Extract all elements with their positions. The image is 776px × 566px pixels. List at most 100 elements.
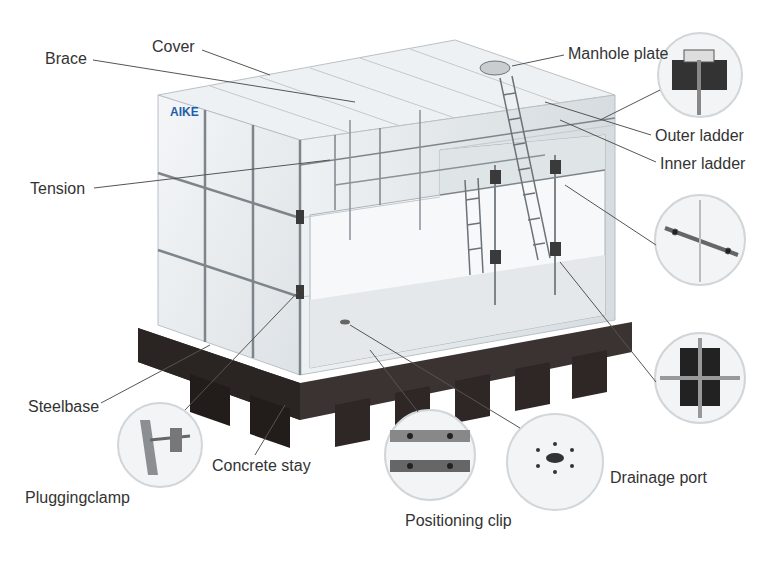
concrete-stay [515, 362, 550, 411]
ladder [467, 223, 480, 225]
manhole-plate [480, 61, 510, 75]
leader-line [93, 50, 660, 455]
steel-frame [299, 140, 302, 375]
detail-inset [118, 33, 745, 510]
concrete-stay [572, 350, 607, 399]
detail-inset [385, 410, 475, 500]
leader-line [101, 345, 210, 403]
inset-detail [699, 200, 701, 282]
tension-rod [335, 110, 545, 240]
tank-body [158, 95, 300, 375]
steel-frame [554, 155, 556, 295]
panel-grid [210, 86, 350, 133]
inset-detail [725, 248, 731, 254]
inset-detail [447, 463, 453, 469]
concrete-stay [250, 395, 290, 448]
ladder [533, 243, 545, 245]
tank-body [300, 95, 615, 375]
ladder [508, 118, 520, 120]
clamp-plate [550, 160, 561, 174]
part-label: Concrete stay [212, 457, 311, 475]
panel-grid [300, 197, 440, 218]
panel-grid [260, 77, 400, 126]
leader-line [185, 292, 298, 410]
tension-rod [335, 155, 545, 185]
ladder [468, 248, 481, 250]
clamp-plate [296, 285, 304, 299]
panel-grid [253, 125, 254, 358]
inset-detail [170, 428, 182, 452]
leader-line [202, 50, 270, 75]
ladder [503, 93, 515, 95]
panel-grid [440, 125, 615, 150]
inset-detail [553, 442, 557, 446]
ladder [518, 168, 530, 170]
tank-body [158, 40, 615, 375]
leader-line [93, 60, 355, 102]
leader-line [560, 262, 656, 382]
panel-grid [310, 68, 455, 118]
steel-frame [158, 250, 300, 297]
detail-inset [507, 414, 603, 510]
leader-line [255, 405, 285, 455]
inset-detail [698, 338, 702, 418]
clamp-plate [490, 170, 501, 184]
detail-inset [655, 333, 745, 423]
inset-detail [407, 433, 413, 439]
panel-grid [158, 49, 615, 358]
steel-frame [334, 135, 336, 210]
leader-line [512, 55, 564, 66]
ladder [466, 198, 479, 200]
ladder [512, 76, 550, 258]
inset-detail [536, 464, 540, 468]
tension-rod [419, 110, 421, 230]
ladder [513, 143, 525, 145]
drain-hole [340, 320, 350, 325]
inset-detail [390, 430, 470, 442]
inset-detail [536, 448, 540, 452]
inset-detail [390, 460, 470, 472]
inset-detail [570, 464, 574, 468]
inset-detail [546, 453, 564, 463]
steel-frame [379, 128, 381, 205]
steel-frame [300, 118, 615, 165]
concrete-stay [335, 398, 370, 447]
inset-detail [697, 60, 701, 115]
leader-line [545, 102, 651, 135]
leader-line [370, 350, 418, 412]
drain-hole [340, 320, 350, 325]
inset-detail [672, 229, 678, 235]
clamp-plate [296, 210, 304, 224]
inset-detail [407, 463, 413, 469]
ladder [523, 193, 535, 195]
manhole-plate [480, 61, 510, 75]
panel-grid [158, 173, 300, 218]
steel-frame [252, 125, 255, 358]
inset-detail [140, 420, 158, 475]
tank-body [310, 135, 605, 368]
clamp-plate [490, 250, 501, 264]
panel-grid [410, 49, 560, 103]
ladder [465, 180, 470, 275]
clamp-plate [550, 242, 561, 256]
part-label: Manhole plate [568, 45, 669, 63]
inset-detail [140, 50, 740, 475]
inset-detail [447, 433, 453, 439]
detail-inset [655, 195, 745, 285]
concrete-stay [455, 374, 490, 423]
part-label: Steelbase [28, 398, 99, 416]
leader-line [560, 120, 656, 162]
tank-body [310, 255, 605, 368]
leader-line [565, 185, 656, 245]
panel-grid [360, 58, 510, 110]
ladder [478, 178, 483, 273]
detail-inset [118, 403, 202, 487]
part-label: Positioning clip [405, 512, 512, 530]
ladder [528, 218, 540, 220]
panel-grid [205, 110, 206, 342]
detail-inset [658, 33, 742, 117]
inset-detail [570, 448, 574, 452]
steel-frame [158, 173, 300, 218]
part-label: Brace [45, 50, 87, 68]
